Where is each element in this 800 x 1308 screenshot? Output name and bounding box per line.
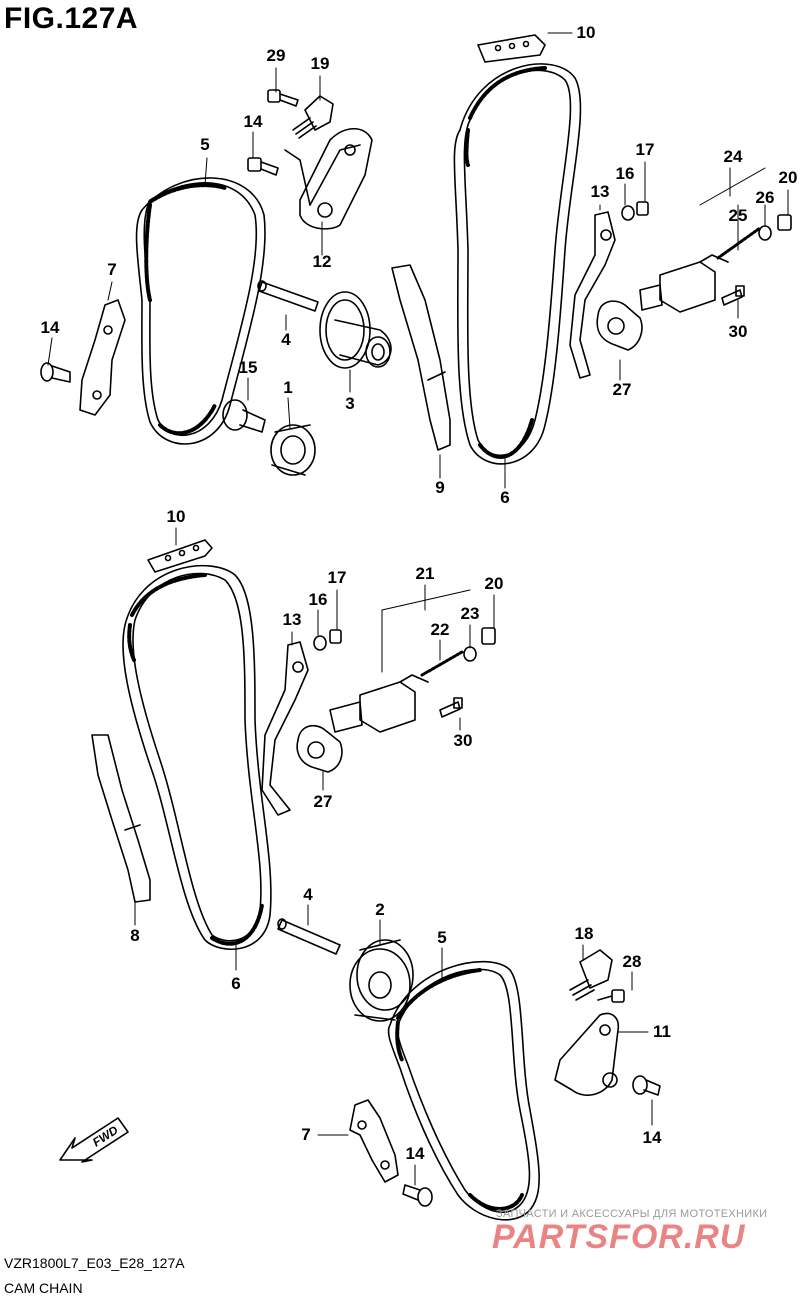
tensioner-13-lower: [261, 641, 309, 816]
part-label-12: 12: [312, 252, 332, 271]
part-label-14: 14: [40, 318, 60, 337]
part-label-20: 20: [778, 168, 798, 187]
chain-guide-8: [91, 734, 151, 903]
part-label-6: 6: [500, 488, 510, 507]
part-label-15: 15: [238, 358, 258, 377]
pin-4-upper: [257, 280, 319, 312]
idler-gear-2: [349, 939, 414, 1022]
part-label-10: 10: [166, 507, 186, 526]
bolt-14-lower: [402, 1184, 433, 1207]
tensioner-arm-12: [284, 127, 373, 230]
part-label-16: 16: [615, 164, 635, 183]
gasket-27-lower: [296, 724, 343, 773]
part-label-4: 4: [303, 885, 313, 904]
sprocket-1: [270, 424, 316, 476]
idler-gear-3: [319, 291, 392, 369]
gasket-23: [463, 646, 477, 662]
part-label-19: 19: [310, 54, 330, 73]
chain-guide-10-upper: [477, 34, 546, 63]
part-label-30: 30: [728, 322, 748, 341]
bolt-17-lower: [329, 629, 342, 644]
tensioner-assy-24: [639, 254, 729, 313]
bolt-30-lower: [439, 697, 463, 718]
part-label-11: 11: [653, 1022, 671, 1041]
gasket-26: [758, 225, 772, 241]
bolt-30-upper: [721, 285, 745, 306]
part-label-25: 25: [728, 206, 748, 225]
watermark-tagline: ЗАПЧАСТИ И АКСЕССУАРЫ ДЛЯ МОТОТЕХНИКИ: [496, 1208, 768, 1220]
chain-adjuster-18: [569, 949, 613, 1001]
tensioner-assy-21: [329, 674, 429, 733]
part-label-17: 17: [327, 568, 347, 587]
part-label-7: 7: [301, 1125, 311, 1144]
part-label-5: 5: [437, 928, 447, 947]
part-label-13: 13: [282, 610, 302, 629]
part-label-14: 14: [243, 112, 263, 131]
bolt-28: [597, 989, 625, 1003]
bolt-15: [222, 399, 266, 433]
part-label-14: 14: [405, 1144, 425, 1163]
part-label-27: 27: [612, 380, 632, 399]
figure-code: VZR1800L7_E03_E28_127A: [4, 1255, 185, 1271]
part-label-9: 9: [435, 478, 445, 497]
bolt-29: [267, 89, 299, 107]
spring-22: [420, 650, 464, 677]
part-label-6: 6: [231, 974, 241, 993]
part-label-13: 13: [590, 182, 610, 201]
cam-chain-front-upper: [135, 177, 266, 445]
bolt-14-upper: [247, 157, 279, 176]
pin-4-lower: [277, 918, 341, 955]
part-label-27: 27: [313, 792, 333, 811]
spring-25: [716, 226, 762, 260]
figure-name: CAM CHAIN: [4, 1280, 83, 1296]
tensioner-arm-11: [554, 1012, 620, 1096]
bolt-14-right: [632, 1075, 661, 1096]
bolt-14-left: [40, 362, 71, 383]
cam-chain-rear-upper: [453, 63, 582, 465]
bolt-20-lower: [481, 627, 496, 645]
part-label-3: 3: [345, 394, 355, 413]
gasket-27-upper: [596, 300, 643, 351]
part-label-29: 29: [266, 46, 286, 65]
part-label-7: 7: [107, 260, 117, 279]
cam-chain-rear-lower: [387, 960, 540, 1221]
chain-guide-9: [391, 264, 451, 451]
fwd-arrow: [59, 1117, 129, 1163]
bolt-17-upper: [636, 201, 649, 216]
part-label-5: 5: [200, 135, 210, 154]
part-label-26: 26: [755, 188, 775, 207]
part-label-16: 16: [308, 590, 328, 609]
chain-guide-7-upper: [79, 299, 126, 416]
part-label-14: 14: [642, 1128, 662, 1147]
part-label-10: 10: [576, 23, 596, 42]
tensioner-13-upper: [569, 211, 616, 379]
chain-guide-10-lower: [147, 539, 213, 573]
leader-lines: [47, 32, 789, 1186]
part-label-24: 24: [723, 147, 743, 166]
part-label-22: 22: [430, 620, 450, 639]
washer-16-lower: [313, 635, 327, 651]
part-label-20: 20: [484, 574, 504, 593]
bolt-20-upper: [777, 214, 792, 231]
part-label-17: 17: [635, 140, 655, 159]
watermark-brand: PARTSFOR.RU: [492, 1218, 746, 1256]
part-label-18: 18: [574, 924, 594, 943]
part-label-21: 21: [415, 564, 435, 583]
part-label-8: 8: [130, 926, 140, 945]
cam-chain-front-lower: [122, 564, 272, 951]
chain-guide-7-lower: [349, 1099, 399, 1183]
figure-title: FIG.127A: [4, 2, 139, 35]
washer-16-upper: [621, 205, 635, 221]
part-label-1: 1: [283, 378, 293, 397]
part-label-2: 2: [375, 900, 385, 919]
part-label-4: 4: [281, 330, 291, 349]
part-label-28: 28: [622, 952, 642, 971]
chain-adjuster-19: [292, 95, 334, 139]
part-label-23: 23: [460, 604, 480, 623]
part-label-30: 30: [453, 731, 473, 750]
